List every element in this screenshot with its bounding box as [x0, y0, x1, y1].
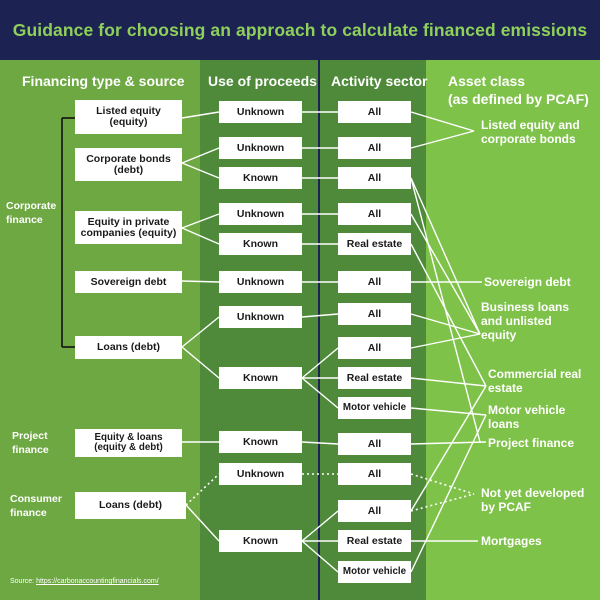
financing-box-corporate-loans: Loans (debt): [75, 336, 182, 359]
asset-class-mortgages: Mortgages: [481, 534, 542, 548]
header-asset-class: Asset class: [448, 73, 526, 89]
source-link[interactable]: https://carbonaccountingfinancials.com/: [36, 578, 159, 585]
header-asset-class-sub: (as defined by PCAF): [448, 91, 589, 107]
financing-box-private-equity: Equity in private companies (equity): [75, 211, 182, 244]
group-label-corporate-finance: Corporate finance: [6, 200, 57, 226]
proceeds-box: Known: [219, 167, 302, 189]
asset-class-motor-vehicle-loans: Motor vehicle loans: [488, 403, 566, 431]
sector-box: All: [338, 271, 411, 293]
column-divider: [318, 60, 320, 600]
group-label-consumer-finance: Consumer finance: [10, 493, 62, 519]
header-financing: Financing type & source: [22, 73, 185, 89]
proceeds-box: Unknown: [219, 271, 302, 293]
sector-box: All: [338, 337, 411, 359]
sector-box: Real estate: [338, 233, 411, 255]
asset-class-business-loans: Business loans and unlisted equity: [481, 300, 570, 342]
financing-box-consumer-loans: Loans (debt): [75, 492, 186, 519]
proceeds-box: Known: [219, 530, 302, 552]
sector-box: All: [338, 203, 411, 225]
financing-box-listed-equity: Listed equity (equity): [75, 100, 182, 134]
sector-box: All: [338, 303, 411, 325]
sector-box: Motor vehicle: [338, 561, 411, 583]
asset-class-sovereign-debt: Sovereign debt: [484, 275, 571, 289]
asset-class-project-finance: Project finance: [488, 436, 575, 450]
proceeds-box: Unknown: [219, 101, 302, 123]
sector-box: All: [338, 101, 411, 123]
sector-box: All: [338, 167, 411, 189]
source-note: Source: https://carbonaccountingfinancia…: [10, 578, 159, 585]
sector-box: Real estate: [338, 530, 411, 552]
asset-class-not-yet-developed: Not yet developed by PCAF: [481, 486, 585, 514]
asset-class-commercial-real-estate: Commercial real estate: [488, 367, 582, 395]
proceeds-box: Unknown: [219, 306, 302, 328]
diagram-title: Guidance for choosing an approach to cal…: [12, 19, 588, 40]
financing-box-equity-loans: Equity & loans (equity & debt): [75, 429, 182, 457]
financing-box-corporate-bonds: Corporate bonds (debt): [75, 148, 182, 181]
proceeds-box: Unknown: [219, 463, 302, 485]
header-sector: Activity sector: [331, 73, 428, 89]
proceeds-box: Unknown: [219, 203, 302, 225]
sector-box: All: [338, 463, 411, 485]
header-proceeds: Use of proceeds: [208, 73, 317, 89]
sector-box: Real estate: [338, 367, 411, 389]
group-label-project-finance: Project finance: [12, 430, 49, 456]
proceeds-box: Unknown: [219, 137, 302, 159]
sector-box: All: [338, 433, 411, 455]
proceeds-box: Known: [219, 233, 302, 255]
sector-box: All: [338, 500, 411, 522]
proceeds-box: Known: [219, 431, 302, 453]
financing-box-sovereign-debt: Sovereign debt: [75, 271, 182, 293]
sector-box: All: [338, 137, 411, 159]
sector-box: Motor vehicle: [338, 397, 411, 419]
asset-class-listed-equity-bonds: Listed equity and corporate bonds: [481, 118, 580, 146]
asset-column-bg: [426, 60, 600, 600]
title-bar: Guidance for choosing an approach to cal…: [0, 0, 600, 60]
proceeds-box: Known: [219, 367, 302, 389]
